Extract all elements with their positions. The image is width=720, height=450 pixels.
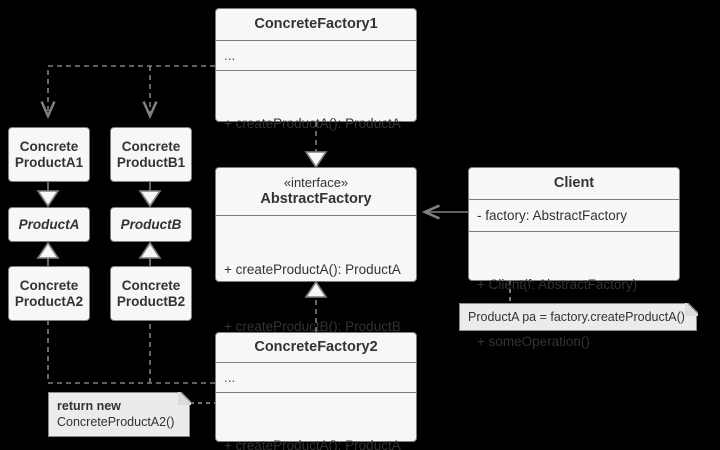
class-name-line1: Concrete <box>121 138 181 154</box>
note-text: ConcreteProductA2() <box>57 415 175 429</box>
class-name-line1: Concrete <box>19 277 79 293</box>
operation-item: + someOperation() <box>477 334 590 349</box>
note-text-bold: return new <box>57 399 121 413</box>
note-client[interactable]: ProductA pa = factory.createProductA() <box>459 302 698 331</box>
stereotype-interface: «interface» <box>283 175 349 190</box>
class-name-line2: ProductA2 <box>14 293 84 309</box>
class-name-line2: ProductB2 <box>116 293 186 309</box>
operation-item: + createProductA(): ProductA <box>224 116 401 131</box>
class-attributes-concrete-factory2: ... <box>216 362 416 392</box>
class-concrete-product-b1[interactable]: Concrete ProductB1 <box>110 127 192 182</box>
edge-generalization-productb1 <box>138 182 162 208</box>
class-name-text: AbstractFactory <box>260 191 372 207</box>
class-label: Concrete ProductA1 <box>15 139 83 171</box>
class-concrete-factory2[interactable]: ConcreteFactory2 ... + createProductA():… <box>215 332 417 450</box>
class-label: Concrete ProductA2 <box>15 278 83 310</box>
edge-generalization-producta2 <box>36 241 60 266</box>
class-title-concrete-factory1: ConcreteFactory1 <box>254 16 378 32</box>
class-concrete-product-b2[interactable]: Concrete ProductB2 <box>110 266 192 321</box>
class-title-concrete-factory2: ConcreteFactory2 <box>254 339 378 355</box>
operation-item: + createProductA(): ProductA <box>224 438 401 450</box>
class-product-a[interactable]: ProductA <box>8 207 90 242</box>
note-factory2[interactable]: return new ConcreteProductA2() <box>48 391 191 437</box>
class-name-line2: ProductB1 <box>116 154 186 170</box>
attribute-item: - factory: AbstractFactory <box>477 208 628 223</box>
class-operations-concrete-factory2: + createProductA(): ProductA + createPro… <box>216 392 416 450</box>
class-product-b[interactable]: ProductB <box>110 207 192 242</box>
class-title-client: Client <box>553 175 595 191</box>
class-label: Concrete ProductB1 <box>117 139 185 171</box>
class-title-abstract-factory: «interface» AbstractFactory <box>216 168 416 215</box>
class-operations-abstract-factory: + createProductA(): ProductA + createPro… <box>216 215 416 380</box>
class-concrete-product-a1[interactable]: Concrete ProductA1 <box>8 127 90 182</box>
class-name-line1: Concrete <box>19 138 79 154</box>
class-name-line2: ProductA1 <box>14 154 84 170</box>
class-label: Concrete ProductB2 <box>117 278 185 310</box>
operation-item: + createProductA(): ProductA <box>224 262 401 277</box>
class-attributes-client: - factory: AbstractFactory <box>469 199 679 231</box>
edge-generalization-producta1 <box>36 182 60 208</box>
note-fold-icon <box>684 302 698 316</box>
edge-generalization-productb2 <box>138 241 162 266</box>
class-client[interactable]: Client - factory: AbstractFactory + Clie… <box>468 167 680 349</box>
operation-item: + Client(f: AbstractFactory) <box>477 277 638 292</box>
operation-item: + createProductB(): ProductB <box>224 319 401 334</box>
note-text: ProductA pa = factory.createProductA() <box>468 310 685 324</box>
class-attributes-concrete-factory1: ... <box>216 40 416 70</box>
class-concrete-factory1[interactable]: ConcreteFactory1 ... + createProductA():… <box>215 8 417 188</box>
class-name-line1: Concrete <box>121 277 181 293</box>
note-fold-icon <box>177 391 191 405</box>
edge-dependency-factory1-producta1 <box>40 65 215 120</box>
class-name-text: ProductB <box>120 216 182 232</box>
class-abstract-factory[interactable]: «interface» AbstractFactory + createProd… <box>215 167 417 334</box>
class-name-text: ProductA <box>18 216 80 232</box>
class-concrete-product-a2[interactable]: Concrete ProductA2 <box>8 266 90 321</box>
class-operations-client: + Client(f: AbstractFactory) + someOpera… <box>469 231 679 394</box>
